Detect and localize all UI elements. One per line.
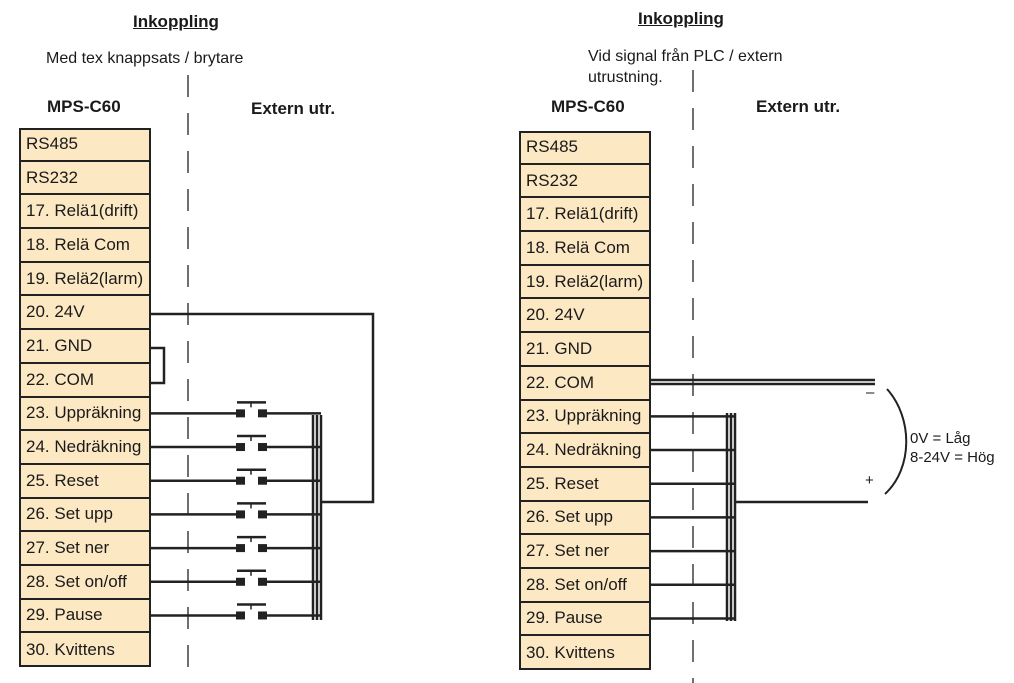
terminal-row: 26. Set upp xyxy=(21,499,149,533)
terminal-row: 30. Kvittens xyxy=(526,643,615,663)
low-level-note: 0V = Låg xyxy=(910,430,971,447)
left-external-label: Extern utr. xyxy=(251,99,336,118)
left-gnd-com-jumper xyxy=(151,346,166,385)
push-button-switch xyxy=(151,569,321,586)
right-device-label: MPS-C60 xyxy=(551,97,625,116)
push-button-switch xyxy=(151,535,321,553)
left-heading: Inkoppling xyxy=(133,12,219,31)
terminal-row: 20. 24V xyxy=(21,296,149,331)
terminal-row: 22. COM xyxy=(521,367,649,401)
push-button-switch xyxy=(151,502,321,519)
right-range-brace xyxy=(884,388,908,495)
terminal-row: 20. 24V xyxy=(521,299,649,334)
terminal-row: 24. Nedräkning xyxy=(521,434,649,468)
terminal-row: 17. Relä1(drift) xyxy=(21,195,149,230)
plus-label: + xyxy=(865,472,874,489)
push-button-switch xyxy=(151,434,321,452)
left-24v-wire xyxy=(151,312,375,504)
left-device-label: MPS-C60 xyxy=(47,97,121,116)
terminal-row: 18. Relä Com xyxy=(21,229,149,263)
terminal-row: 27. Set ner xyxy=(521,535,649,569)
terminal-row: 19. Relä2(larm) xyxy=(521,266,649,300)
left-wiring xyxy=(151,75,375,683)
left-subtitle: Med tex knappsats / brytare xyxy=(46,50,244,67)
right-wiring-panel: Inkoppling Vid signal från PLC / extern … xyxy=(500,0,1014,683)
right-subtitle-line1: Vid signal från PLC / extern xyxy=(588,48,783,65)
push-button-switch xyxy=(151,603,321,620)
high-level-note: 8-24V = Hög xyxy=(910,449,995,466)
terminal-row: 26. Set upp xyxy=(521,502,649,536)
terminal-row: 30. Kvittens xyxy=(26,640,115,660)
terminal-row: 18. Relä Com xyxy=(521,232,649,266)
right-subtitle-line2: utrustning. xyxy=(588,69,663,86)
terminal-row: 24. Nedräkning xyxy=(21,431,149,465)
terminal-row: RS485 xyxy=(21,128,149,162)
terminal-row: RS485 xyxy=(521,131,649,165)
right-heading: Inkoppling xyxy=(638,9,724,28)
right-wiring xyxy=(651,70,908,683)
terminal-row: 29. Pause xyxy=(521,603,649,637)
terminal-row: 23. Uppräkning xyxy=(521,401,649,435)
push-button-switch xyxy=(151,468,321,485)
minus-label: – xyxy=(866,384,875,401)
terminal-row: 28. Set on/off xyxy=(521,569,649,603)
terminal-row: 25. Reset xyxy=(521,468,649,502)
terminal-row: RS232 xyxy=(21,162,149,196)
push-button-switch xyxy=(151,401,321,418)
terminal-row: RS232 xyxy=(521,165,649,199)
terminal-row: 25. Reset xyxy=(21,465,149,499)
terminal-row: 23. Uppräkning xyxy=(21,398,149,432)
terminal-row: 17. Relä1(drift) xyxy=(521,198,649,233)
terminal-row: 21. GND xyxy=(21,330,149,364)
terminal-row: 21. GND xyxy=(521,333,649,367)
terminal-row: 29. Pause xyxy=(21,600,149,634)
left-wiring-panel: Inkoppling Med tex knappsats / brytare M… xyxy=(0,0,500,683)
right-external-label: Extern utr. xyxy=(756,97,841,116)
terminal-row: 28. Set on/off xyxy=(21,566,149,600)
terminal-row: 19. Relä2(larm) xyxy=(21,263,149,297)
terminal-row: 27. Set ner xyxy=(21,532,149,566)
terminal-row: 22. COM xyxy=(21,364,149,398)
